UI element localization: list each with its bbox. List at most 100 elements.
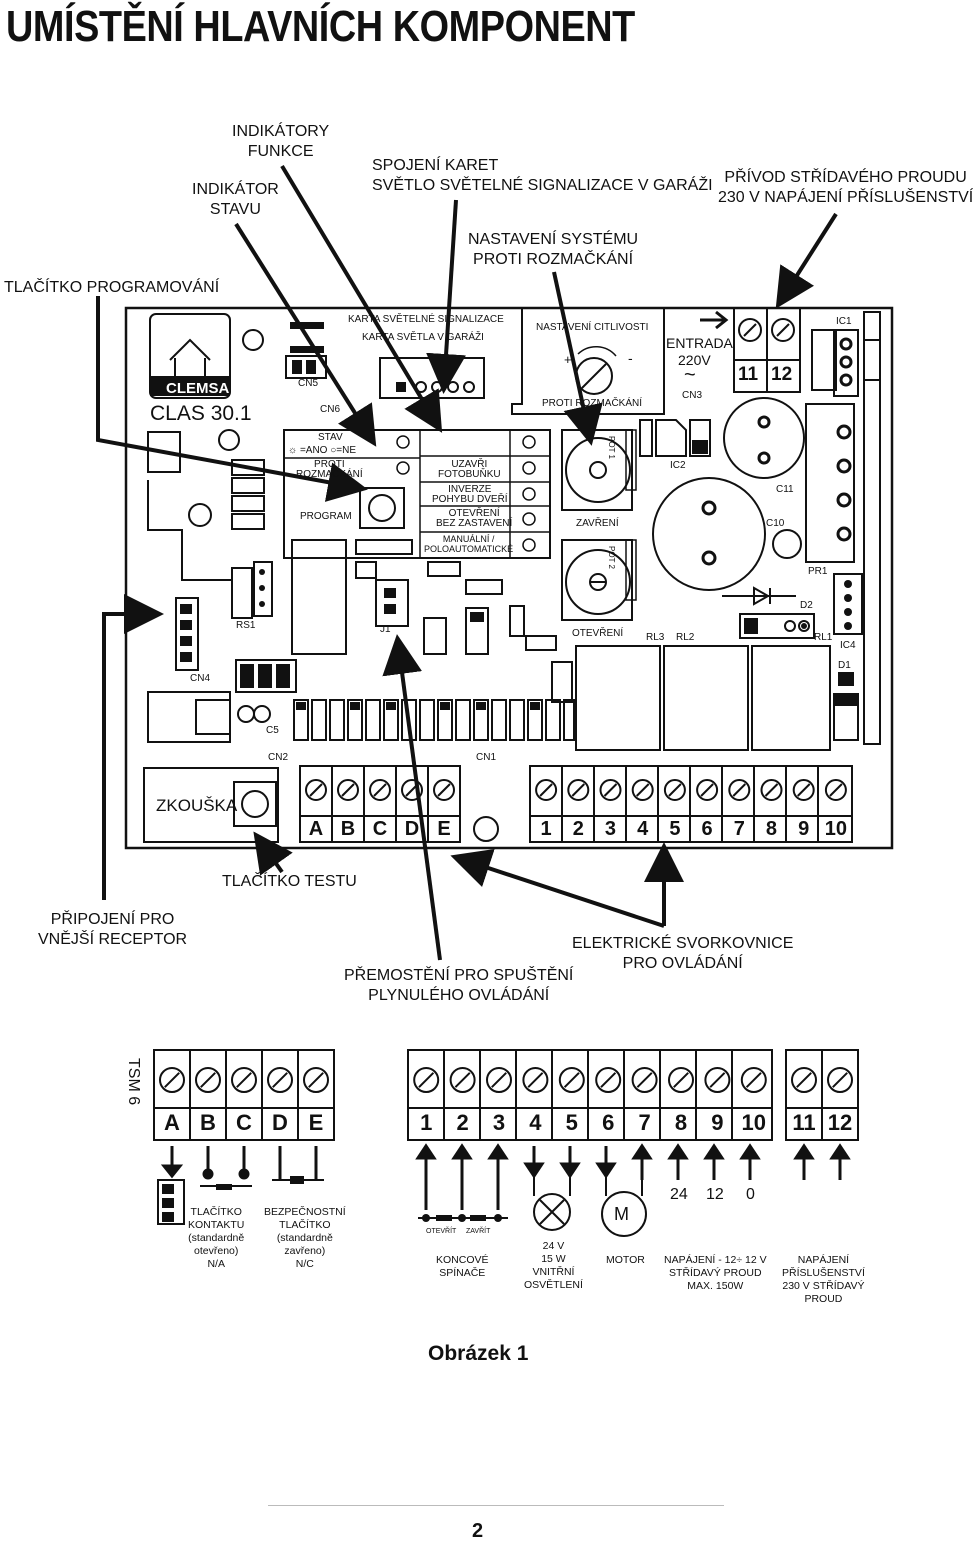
screw-icon [760,779,783,801]
label-ic4: IC4 [840,640,856,651]
terminal-label: 10 [741,1110,767,1135]
label-entrada: ENTRADA [666,335,733,351]
terminal-label: 1 [540,818,552,840]
test-area [143,767,279,843]
screw-icon [740,1067,767,1093]
terminal-label: E [437,818,451,840]
pot-2 [565,549,631,615]
terminal-label: 12 [827,1110,853,1135]
screw-slot [603,783,618,797]
terminal-label: D [404,818,420,840]
screw-icon [231,1067,257,1093]
page-title: UMÍSTĚNÍ HLAVNÍCH KOMPONENT [6,2,635,51]
terminal-label: 6 [602,1110,615,1135]
screw-icon [791,1067,817,1093]
pot-1 [565,437,631,503]
board-terminal-num [529,765,853,843]
screw-slot [732,783,747,797]
screw-icon [337,779,359,801]
screw-slot [272,1072,288,1088]
screw-icon [704,1067,731,1093]
screw-slot [668,783,682,797]
house-icon [169,338,211,379]
label-pot2: POT 2 [607,546,616,569]
label-ic2: IC2 [670,460,686,471]
screw-icon [631,1067,658,1093]
screw-slot [563,1072,580,1088]
terminal-label: C [372,818,388,840]
screw-icon [599,779,622,801]
label-0: 0 [746,1186,755,1203]
screw-slot [539,783,553,797]
label-cn4: CN4 [190,673,211,684]
screw-icon [663,779,686,801]
screw-icon [824,779,847,801]
terminal-label: 7 [733,818,745,840]
resistor-row [293,699,575,741]
terminal-label: 4 [529,1110,542,1135]
label-stav: STAV [318,432,343,443]
relay-rl3 [575,645,661,751]
screw-icon [827,1067,853,1093]
j1-jumper [375,579,409,627]
clemsa-logo-box [149,313,231,399]
terminal-label: 10 [824,818,848,840]
board-model: CLAS 30.1 [150,402,252,425]
screw-slot [236,1072,252,1088]
terminal-label: 7 [638,1110,651,1135]
screw-slot [635,783,650,797]
screw-icon [401,779,423,801]
label-tsm6: TSM 6 [125,1058,142,1106]
label-otevreni: OTEVŘENÍ [572,628,624,639]
terminal-label: B [340,818,356,840]
label-proti-rozmackani: PROTI ROZMAČKÁNÍ [542,398,643,409]
terminal-label: 2 [456,1110,469,1135]
screw-slot [309,783,323,797]
screw-icon [303,1067,329,1093]
label-cn1: CN1 [476,752,497,763]
terminal-label: 4 [637,818,649,840]
label-cn5: CN5 [298,378,319,389]
plus-sign: + [564,352,572,367]
screw-slot [454,1072,471,1088]
label-c10: C10 [766,518,785,529]
terminal-label: A [164,1110,180,1135]
rs1-connector [253,561,273,617]
test-button [233,781,277,827]
callout-arrows [96,164,838,961]
screw-slot [418,1072,435,1088]
terminal-label: 11 [792,1110,816,1135]
terminal-label: E [308,1110,324,1135]
screw-slot [527,1072,544,1088]
label-zkouska: ZKOUŠKA [156,796,238,815]
figure-caption: Obrázek 1 [428,1342,529,1365]
screw-slot [200,1072,216,1088]
screw-icon [631,779,654,801]
terminal-label: 1 [420,1110,433,1135]
cn3-term-12: 12 [771,364,793,385]
label-cn3: CN3 [682,390,703,401]
board-terminal-abc [299,765,461,843]
screw-icon [369,779,391,801]
screw-icon [413,1067,440,1093]
bottom-terminal-abc [153,1049,335,1141]
label-zavrit: ZAVŘÍT [466,1228,491,1235]
terminal-label: 9 [798,818,810,840]
brand-logo-text: CLEMSA [166,380,230,397]
terminal-label: 6 [701,818,713,840]
screw-icon [728,779,751,801]
terminal-label: 8 [674,1110,688,1135]
terminal-label: 3 [492,1110,506,1135]
screw-icon [558,1067,585,1093]
screw-slot [308,1072,324,1088]
